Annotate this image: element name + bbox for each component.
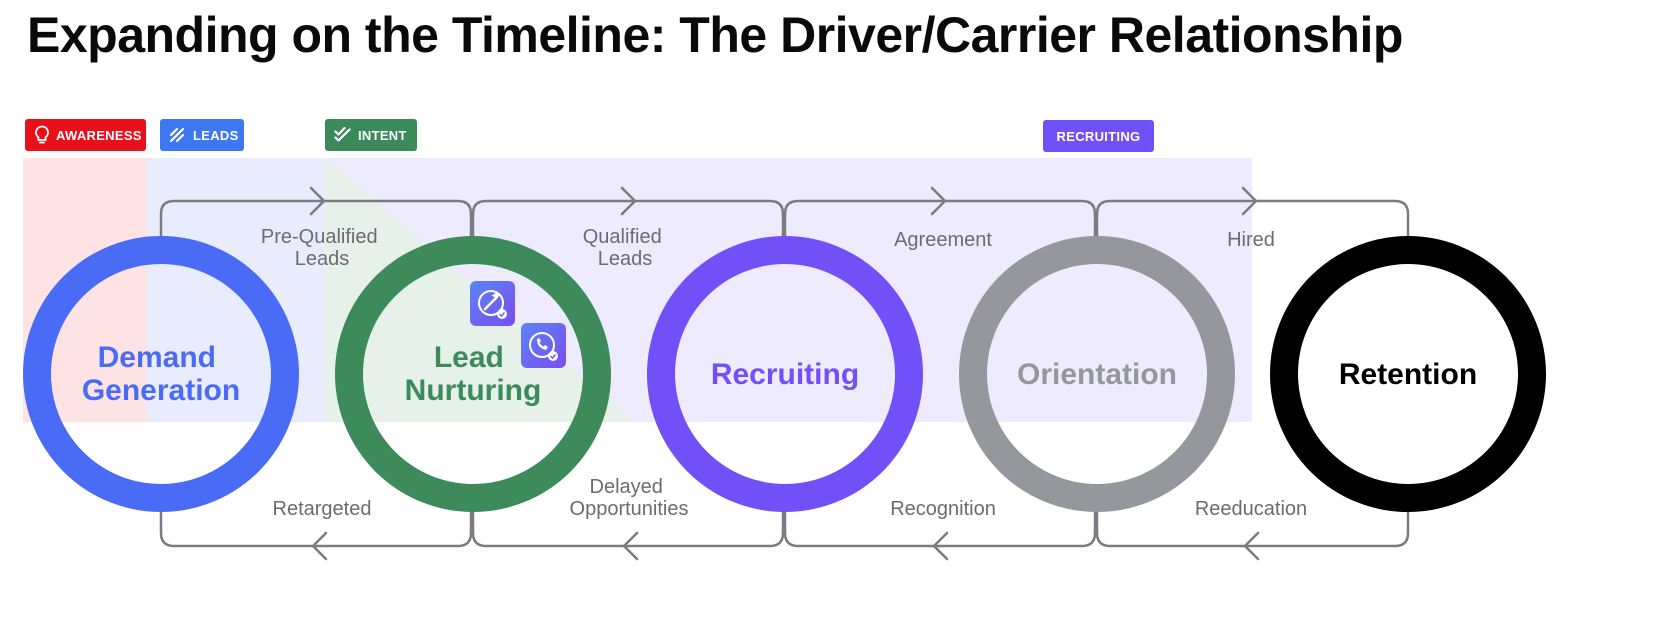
stage-ring-recruiting bbox=[647, 236, 923, 512]
intent-tag: INTENT bbox=[325, 119, 417, 151]
stage-ring-demand-generation bbox=[23, 236, 299, 512]
stage-ring-retention bbox=[1270, 236, 1546, 512]
leads-tag: LEADS bbox=[160, 119, 244, 151]
backward-arrowhead-2 bbox=[622, 531, 639, 561]
backward-label-retargeted: Retargeted bbox=[273, 498, 372, 520]
backward-label-delayed-opportunities: Delayed Opportunities bbox=[570, 476, 689, 520]
stage-name-orientation: Orientation bbox=[1017, 358, 1177, 391]
lightbulb-icon bbox=[35, 125, 49, 144]
forward-connector-4 bbox=[1095, 199, 1410, 238]
intent-tag-label: INTENT bbox=[358, 127, 407, 143]
backward-arrowhead-3 bbox=[932, 531, 949, 561]
slashes-icon bbox=[169, 127, 185, 143]
forward-arrowhead-3 bbox=[930, 186, 947, 216]
backward-connector-4 bbox=[1095, 510, 1410, 548]
forward-label-qualified-leads: Qualified Leads bbox=[583, 226, 668, 270]
forward-arrowhead-2 bbox=[620, 186, 637, 216]
recruiting-tag-label: RECRUITING bbox=[1056, 128, 1141, 144]
backward-connector-1 bbox=[159, 510, 473, 548]
awareness-tag: AWARENESS bbox=[25, 119, 146, 151]
stage-name-lead-nurturing: Lead Nurturing bbox=[405, 341, 542, 407]
forward-connector-1 bbox=[159, 199, 473, 238]
backward-arrowhead-1 bbox=[311, 531, 328, 561]
stage-ring-lead-nurturing bbox=[335, 236, 611, 512]
stage-name-demand-generation: Demand Generation bbox=[82, 341, 240, 407]
double-check-icon bbox=[334, 126, 351, 142]
forward-label-pre-qualified-leads: Pre-Qualified Leads bbox=[261, 226, 383, 270]
forward-connector-2 bbox=[471, 199, 785, 238]
stage-name-recruiting: Recruiting bbox=[711, 358, 859, 391]
recruiting-tag: RECRUITING bbox=[1043, 120, 1154, 152]
stage-ring-orientation bbox=[959, 236, 1235, 512]
backward-connector-3 bbox=[783, 510, 1097, 548]
backward-arrowhead-4 bbox=[1243, 531, 1260, 561]
page-title: Expanding on the Timeline: The Driver/Ca… bbox=[27, 7, 1403, 63]
phone-check-app-icon bbox=[521, 323, 566, 368]
leads-tag-label: LEADS bbox=[193, 127, 239, 143]
forward-connector-3 bbox=[783, 199, 1097, 238]
awareness-tag-label: AWARENESS bbox=[56, 127, 142, 143]
forward-arrowhead-4 bbox=[1241, 186, 1258, 216]
backward-label-recognition: Recognition bbox=[890, 498, 996, 520]
forward-arrowhead-1 bbox=[309, 186, 326, 216]
stage-name-retention: Retention bbox=[1339, 358, 1477, 391]
forward-label-hired: Hired bbox=[1227, 229, 1275, 251]
magic-wand-app-icon bbox=[470, 281, 515, 326]
forward-label-agreement: Agreement bbox=[894, 229, 992, 251]
backward-connector-2 bbox=[471, 510, 785, 548]
backward-label-reeducation: Reeducation bbox=[1195, 498, 1307, 520]
